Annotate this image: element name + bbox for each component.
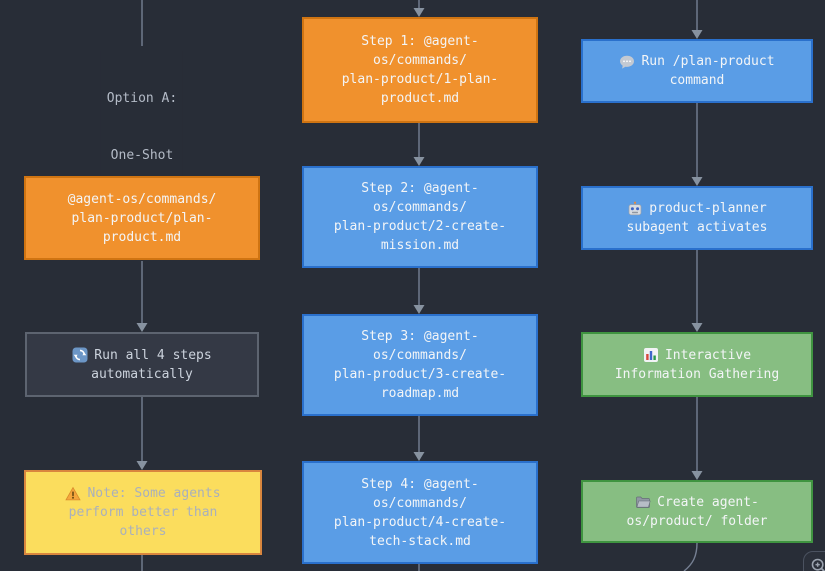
node-text-line: command xyxy=(669,73,725,88)
node-step-3: Step 3: @agent- os/commands/ plan-produc… xyxy=(302,314,538,416)
node-text-line: Information Gathering xyxy=(614,366,780,382)
node-text-line: Run all 4 steps xyxy=(94,347,212,363)
node-text-line: roadmap.md xyxy=(380,386,460,401)
node-text-line: plan-product/1-plan- xyxy=(341,72,499,87)
node-text-line: product-planner xyxy=(649,201,767,216)
node-text-line: Step 2: @agent- xyxy=(361,181,479,196)
edge-label-line: One-Shot xyxy=(110,148,174,163)
node-text-line: os/commands/ xyxy=(373,53,467,68)
node-interactive-information-gathering: Interactive Information Gathering xyxy=(581,332,813,397)
node-text-line: plan-product/plan- xyxy=(71,210,213,226)
node-product-planner-subagent: product-planner subagent activates xyxy=(581,186,813,250)
warning-icon xyxy=(65,486,82,500)
node-text-line: os/commands/ xyxy=(373,348,467,363)
node-run-plan-product-command: Run /plan-product command xyxy=(581,39,813,103)
node-text-line: product.md xyxy=(102,229,182,245)
speech-balloon-icon xyxy=(620,55,635,69)
node-text-line: Step 3: @agent- xyxy=(361,329,479,344)
zoom-in-button[interactable] xyxy=(810,557,825,571)
node-step-2: Step 2: @agent- os/commands/ plan-produc… xyxy=(302,166,538,268)
node-text-line: os/commands/ xyxy=(373,495,467,511)
node-text-line: product.md xyxy=(380,91,460,106)
node-text-line: subagent activates xyxy=(626,220,768,235)
node-note-agents: Note: Some agents perform better than ot… xyxy=(24,470,262,555)
node-text-line: os/commands/ xyxy=(373,200,467,215)
node-text-line: Create agent- xyxy=(657,494,759,510)
node-text-line: plan-product/3-create- xyxy=(333,367,507,382)
node-text-line: @agent-os/commands/ xyxy=(67,191,217,207)
node-text-line: plan-product/4-create- xyxy=(333,514,507,530)
robot-icon xyxy=(628,201,642,215)
node-step-1: Step 1: @agent- os/commands/ plan-produc… xyxy=(302,17,538,123)
node-text-line: automatically xyxy=(91,366,193,382)
node-text-line: Step 1: @agent- xyxy=(361,34,479,49)
node-text-line: others xyxy=(119,524,167,539)
node-run-all-steps: Run all 4 steps automatically xyxy=(25,332,259,397)
folder-icon xyxy=(636,496,651,508)
node-text-line: Note: Some agents xyxy=(87,486,221,501)
refresh-icon xyxy=(72,347,88,363)
bar-chart-icon xyxy=(643,348,658,362)
node-step-4: Step 4: @agent- os/commands/ plan-produc… xyxy=(302,461,538,564)
node-text-line: plan-product/2-create- xyxy=(333,219,507,234)
node-text-line: os/product/ folder xyxy=(626,513,768,529)
node-text-line: Run /plan-product xyxy=(641,54,775,69)
node-create-product-folder: Create agent- os/product/ folder xyxy=(581,480,813,543)
zoom-in-icon xyxy=(811,558,825,571)
diagram-controls-panel xyxy=(803,551,825,571)
edge-label-line: Option A: xyxy=(106,91,178,106)
node-text-line: perform better than xyxy=(68,505,218,520)
node-one-shot-file: @agent-os/commands/ plan-product/plan- p… xyxy=(24,176,260,260)
node-text-line: mission.md xyxy=(380,238,460,253)
node-text-line: tech-stack.md xyxy=(369,533,471,549)
node-text-line: Step 4: @agent- xyxy=(361,476,479,492)
node-text-line: Interactive xyxy=(664,347,752,363)
